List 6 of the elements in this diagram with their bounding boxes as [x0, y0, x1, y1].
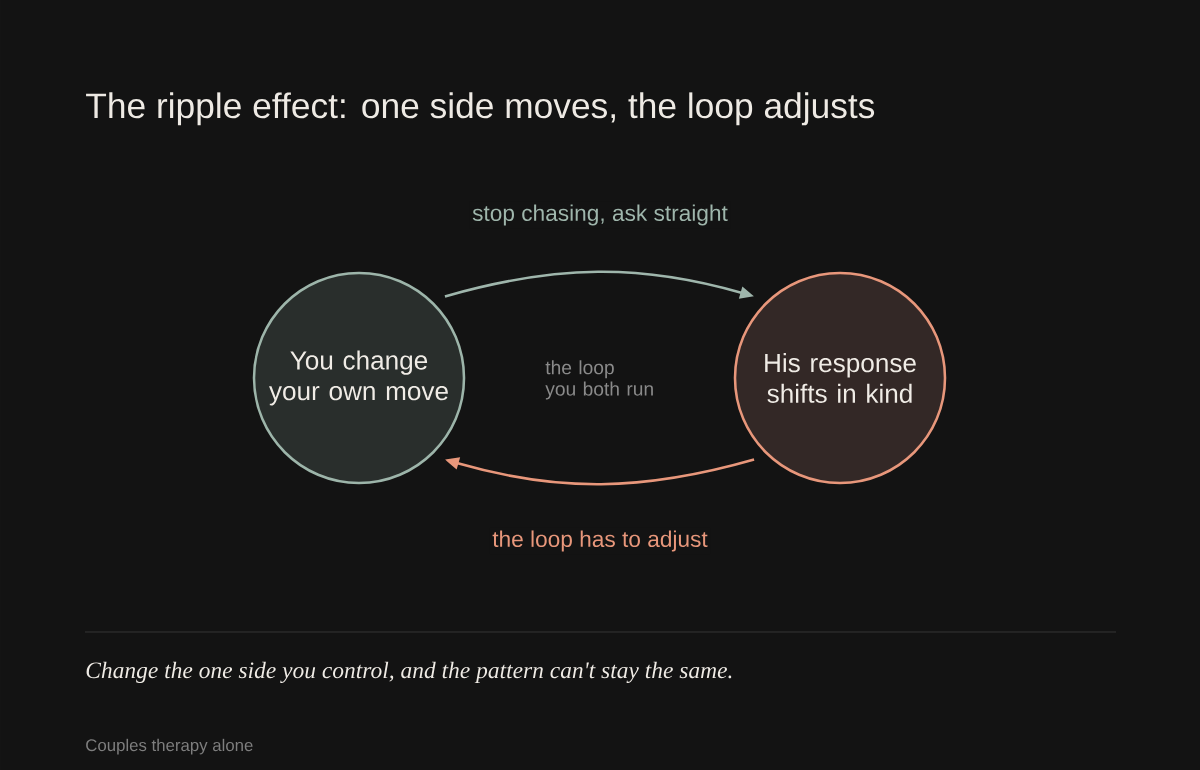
caption: Change the one side you control, and the pattern can't stay the same. — [86, 661, 732, 684]
edge-label: stop chasing, ask straight — [469, 201, 731, 229]
title: The ripple effect: one side moves, the loop adjusts — [86, 92, 875, 126]
note-text: the loop you both run — [545, 360, 653, 400]
footer-text: Couples therapy alone — [86, 738, 253, 755]
edge-label: the loop has to adjust — [489, 527, 711, 555]
